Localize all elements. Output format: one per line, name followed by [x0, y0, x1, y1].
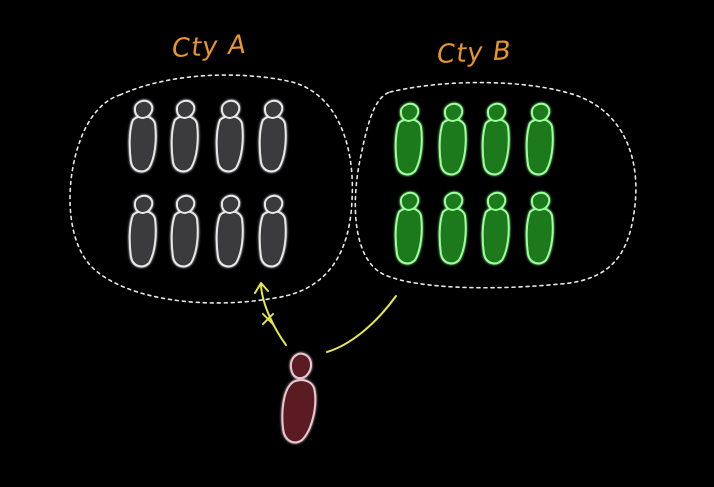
blocked-mark: ×: [259, 307, 277, 332]
arrow-to-city-a: [260, 284, 287, 346]
traveler-figure: [281, 352, 317, 444]
city-b-person: [525, 191, 554, 265]
city-b-person: [394, 102, 423, 176]
city-b-person: [481, 102, 510, 176]
city-b-person: [438, 102, 467, 176]
city-a-person: [215, 194, 244, 268]
city-a-person: [170, 99, 199, 173]
city-b-boundary: [354, 81, 637, 289]
city-a-person: [170, 194, 199, 268]
city-a-people: [128, 99, 287, 268]
city-b-person: [438, 191, 467, 265]
city-b-person: [525, 102, 554, 176]
city-a-person: [128, 99, 157, 173]
arrow-to-city-b: [326, 295, 397, 353]
city-b-person: [394, 191, 423, 265]
city-a-boundary: [69, 74, 354, 304]
city-b-people: [394, 102, 554, 265]
city-a-person: [128, 194, 157, 268]
city-b-person: [481, 191, 510, 265]
city-a-person: [215, 99, 244, 173]
city-a-person: [258, 99, 287, 173]
arrow-to-city-a-head: [254, 282, 269, 294]
city-a-person: [258, 194, 287, 268]
